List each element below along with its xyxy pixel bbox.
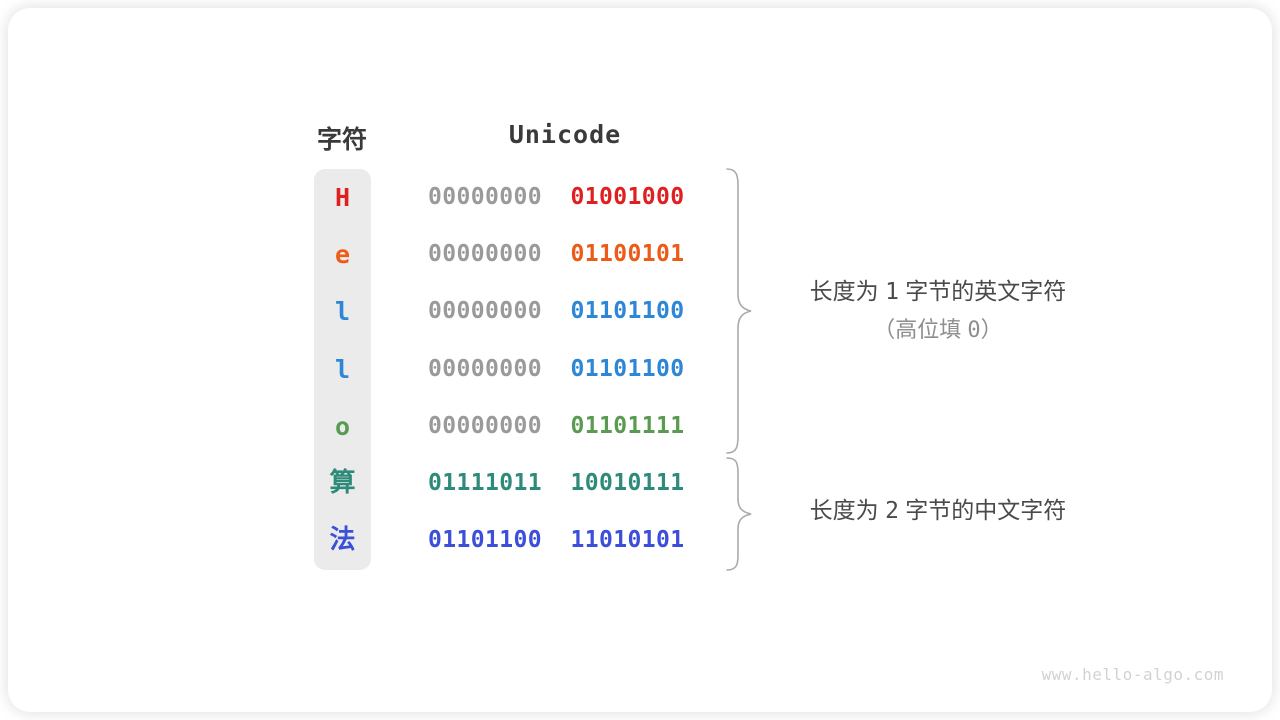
byte-separator (542, 527, 571, 553)
row-low-byte: 10010111 (570, 470, 685, 496)
row-low-byte: 01101111 (570, 412, 685, 439)
row-unicode-bits: 01111011 10010111 (428, 455, 708, 512)
annotation-note-suffix: ） (980, 317, 1003, 342)
row-character: 法 (329, 525, 356, 556)
table-row: o 00000000 01101111 (8, 398, 1272, 455)
row-high-byte: 00000000 (428, 298, 542, 325)
row-character: l (334, 297, 351, 327)
row-unicode-bits: 00000000 01100101 (428, 226, 708, 283)
byte-separator (542, 413, 571, 439)
annotation-one-byte: 长度为 1 字节的英文字符 （高位填 0） (768, 273, 1108, 349)
row-unicode-bits: 00000000 01101100 (428, 341, 708, 398)
row-character: l (334, 354, 351, 384)
row-character: e (334, 240, 351, 270)
row-low-byte: 01001000 (570, 184, 685, 210)
row-high-byte: 00000000 (428, 355, 542, 382)
annotation-one-byte-prefix: 长度为 (809, 278, 886, 304)
byte-separator (542, 241, 571, 267)
column-header-unicode: Unicode (508, 120, 622, 149)
table-row: l 00000000 01101100 (8, 283, 1272, 340)
row-low-byte: 01100101 (570, 241, 685, 268)
brace-one-byte-group (726, 168, 752, 454)
byte-separator (542, 356, 571, 382)
watermark: www.hello-algo.com (1041, 665, 1224, 684)
annotation-one-byte-suffix: 字节的英文字符 (898, 278, 1067, 304)
row-high-byte: 00000000 (428, 184, 542, 210)
annotation-two-byte-prefix: 长度为 (809, 497, 886, 523)
row-high-byte: 00000000 (428, 412, 542, 439)
annotation-two-byte: 长度为 2 字节的中文字符 (768, 492, 1108, 530)
row-low-byte: 11010101 (570, 527, 685, 554)
row-unicode-bits: 00000000 01101111 (428, 398, 708, 455)
figure-card: 字符 Unicode H 00000000 01001000 e 00000000 0… (8, 8, 1272, 712)
byte-separator (542, 470, 571, 496)
row-high-byte: 00000000 (428, 241, 542, 268)
table-row: l 00000000 01101100 (8, 341, 1272, 398)
annotation-two-byte-number: 2 (885, 498, 899, 524)
row-low-byte: 01101100 (570, 355, 685, 382)
byte-separator (542, 184, 571, 210)
annotation-note-number: 0 (967, 318, 981, 343)
byte-separator (542, 298, 571, 324)
row-low-byte: 01101100 (570, 298, 685, 325)
brace-two-byte-group (726, 457, 752, 571)
row-high-byte: 01111011 (428, 470, 542, 496)
row-character: o (334, 411, 351, 441)
row-unicode-bits: 00000000 01101100 (428, 283, 708, 340)
table-row: H 00000000 01001000 (8, 169, 1272, 226)
annotation-one-byte-number: 1 (885, 279, 899, 305)
character-column-background (314, 169, 371, 570)
row-unicode-bits: 01101100 11010101 (428, 512, 708, 569)
annotation-one-byte-note: （高位填 0） (768, 311, 1108, 349)
column-header-character: 字符 (316, 126, 367, 154)
annotation-two-byte-suffix: 字节的中文字符 (898, 497, 1067, 523)
row-character: H (334, 183, 351, 212)
table-row: e 00000000 01100101 (8, 226, 1272, 283)
table-row: 法 01101100 11010101 (8, 512, 1272, 569)
row-unicode-bits: 00000000 01001000 (428, 169, 708, 226)
row-character: 算 (329, 468, 356, 498)
row-high-byte: 01101100 (428, 527, 542, 554)
annotation-note-prefix: （高位填 (873, 317, 968, 342)
table-row: 算 01111011 10010111 (8, 455, 1272, 512)
